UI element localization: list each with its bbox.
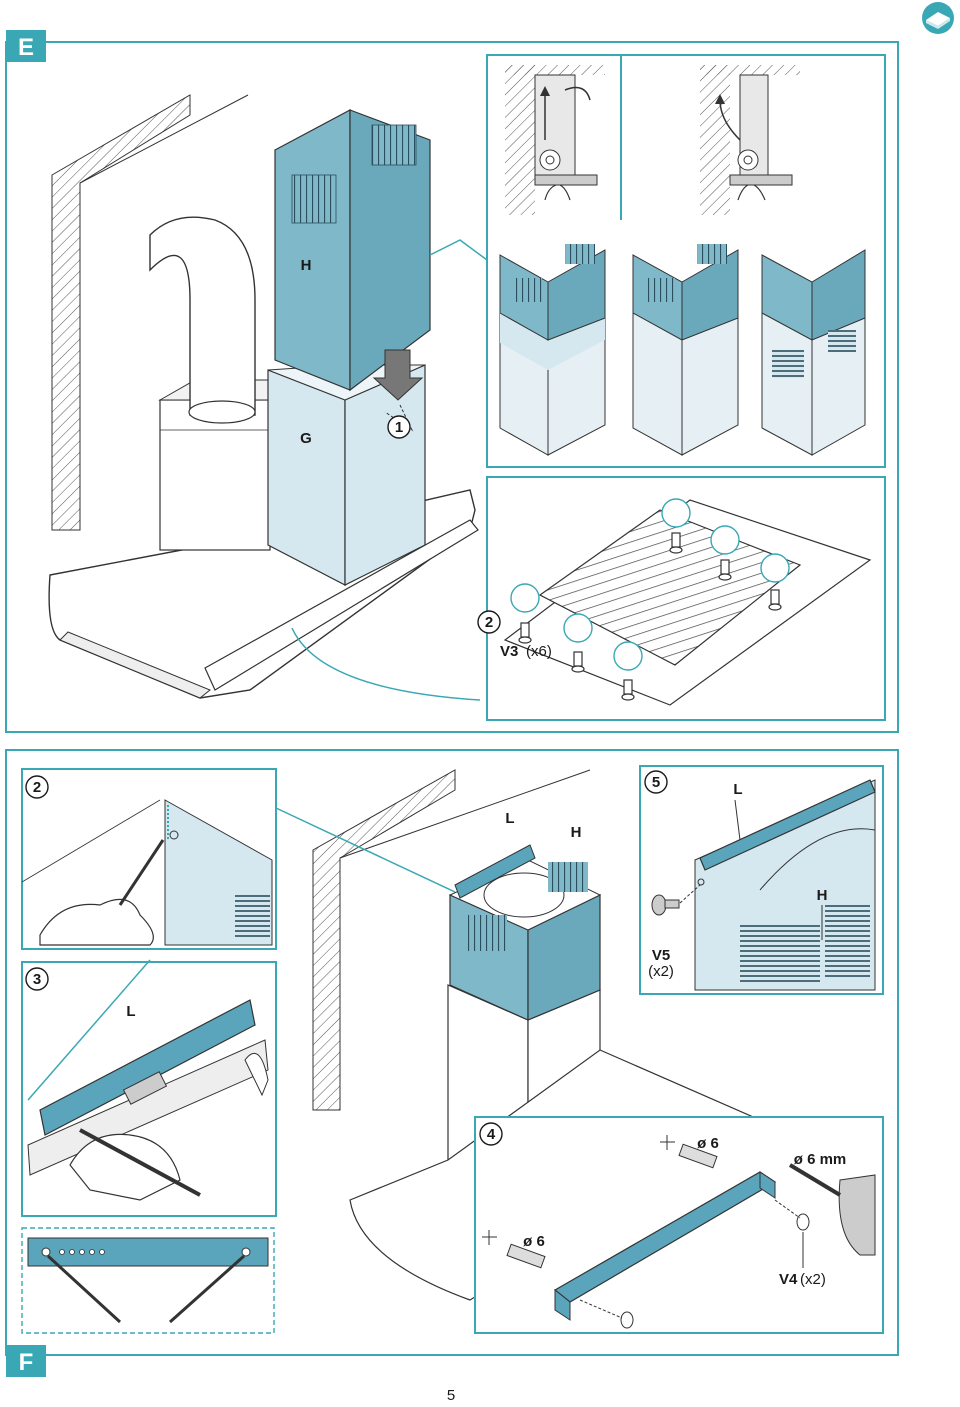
label-dia-6-upper: ø 6 bbox=[697, 1135, 719, 1152]
section-e-letter: E bbox=[18, 34, 34, 61]
section-f: F bbox=[5, 749, 899, 1377]
label-v5-code: V5 bbox=[652, 947, 670, 964]
bracket-leveling-detail bbox=[21, 959, 277, 1217]
step-1-badge: 1 bbox=[387, 415, 411, 439]
book-icon bbox=[922, 2, 954, 34]
section-e: E bbox=[5, 30, 899, 733]
section-f-frame bbox=[5, 749, 899, 1356]
label-g-main: G bbox=[300, 430, 312, 447]
label-l-center: L bbox=[505, 810, 514, 827]
step-4-badge: 4 bbox=[479, 1122, 503, 1146]
label-h-step5: H bbox=[817, 887, 828, 904]
label-l-step3: L bbox=[126, 1003, 135, 1020]
step-2-badge-top: 2 bbox=[477, 610, 501, 634]
label-v3-code: V3 bbox=[500, 643, 518, 660]
label-v5-count: (x2) bbox=[648, 963, 674, 980]
bracket-top-view bbox=[21, 1227, 275, 1334]
chimney-variant-3 bbox=[761, 249, 866, 456]
label-dia-6-lower: ø 6 bbox=[523, 1233, 545, 1250]
label-l-step5: L bbox=[733, 781, 742, 798]
step-5-number: 5 bbox=[652, 774, 660, 791]
filter-screws-detail bbox=[486, 476, 886, 721]
ducted-mode-diagram bbox=[505, 65, 605, 215]
hood-main-illustration bbox=[48, 94, 488, 701]
chimney-fixing-detail bbox=[639, 765, 884, 995]
label-h-main: H bbox=[301, 257, 312, 274]
step-2-number-bottom: 2 bbox=[33, 779, 41, 796]
step-2-number-top: 2 bbox=[485, 614, 493, 631]
step-5-badge: 5 bbox=[644, 770, 668, 794]
label-v3-count: (x6) bbox=[526, 643, 552, 660]
chimney-variant-1 bbox=[499, 244, 606, 456]
step-1-number: 1 bbox=[395, 419, 403, 436]
step-3-badge: 3 bbox=[25, 967, 49, 991]
drilling-detail bbox=[474, 1116, 884, 1334]
section-f-letter: F bbox=[19, 1349, 34, 1376]
step-4-number: 4 bbox=[487, 1126, 496, 1143]
label-h-center: H bbox=[571, 824, 582, 841]
label-v4-count: (x2) bbox=[800, 1271, 826, 1288]
section-e-badge bbox=[6, 30, 46, 62]
recirculation-mode-diagram bbox=[700, 65, 800, 215]
step-2-badge-bottom: 2 bbox=[25, 775, 49, 799]
step-3-number: 3 bbox=[33, 971, 41, 988]
section-e-frame bbox=[5, 41, 899, 733]
marking-detail bbox=[21, 768, 277, 950]
label-dia-6mm: ø 6 mm bbox=[794, 1151, 847, 1168]
section-f-badge bbox=[6, 1345, 46, 1377]
screw-v3-group bbox=[510, 498, 790, 701]
chimney-variant-2 bbox=[632, 244, 739, 456]
chimney-variants-detail bbox=[486, 54, 886, 468]
page-number: 5 bbox=[447, 1387, 455, 1404]
label-v4-code: V4 bbox=[779, 1271, 798, 1288]
